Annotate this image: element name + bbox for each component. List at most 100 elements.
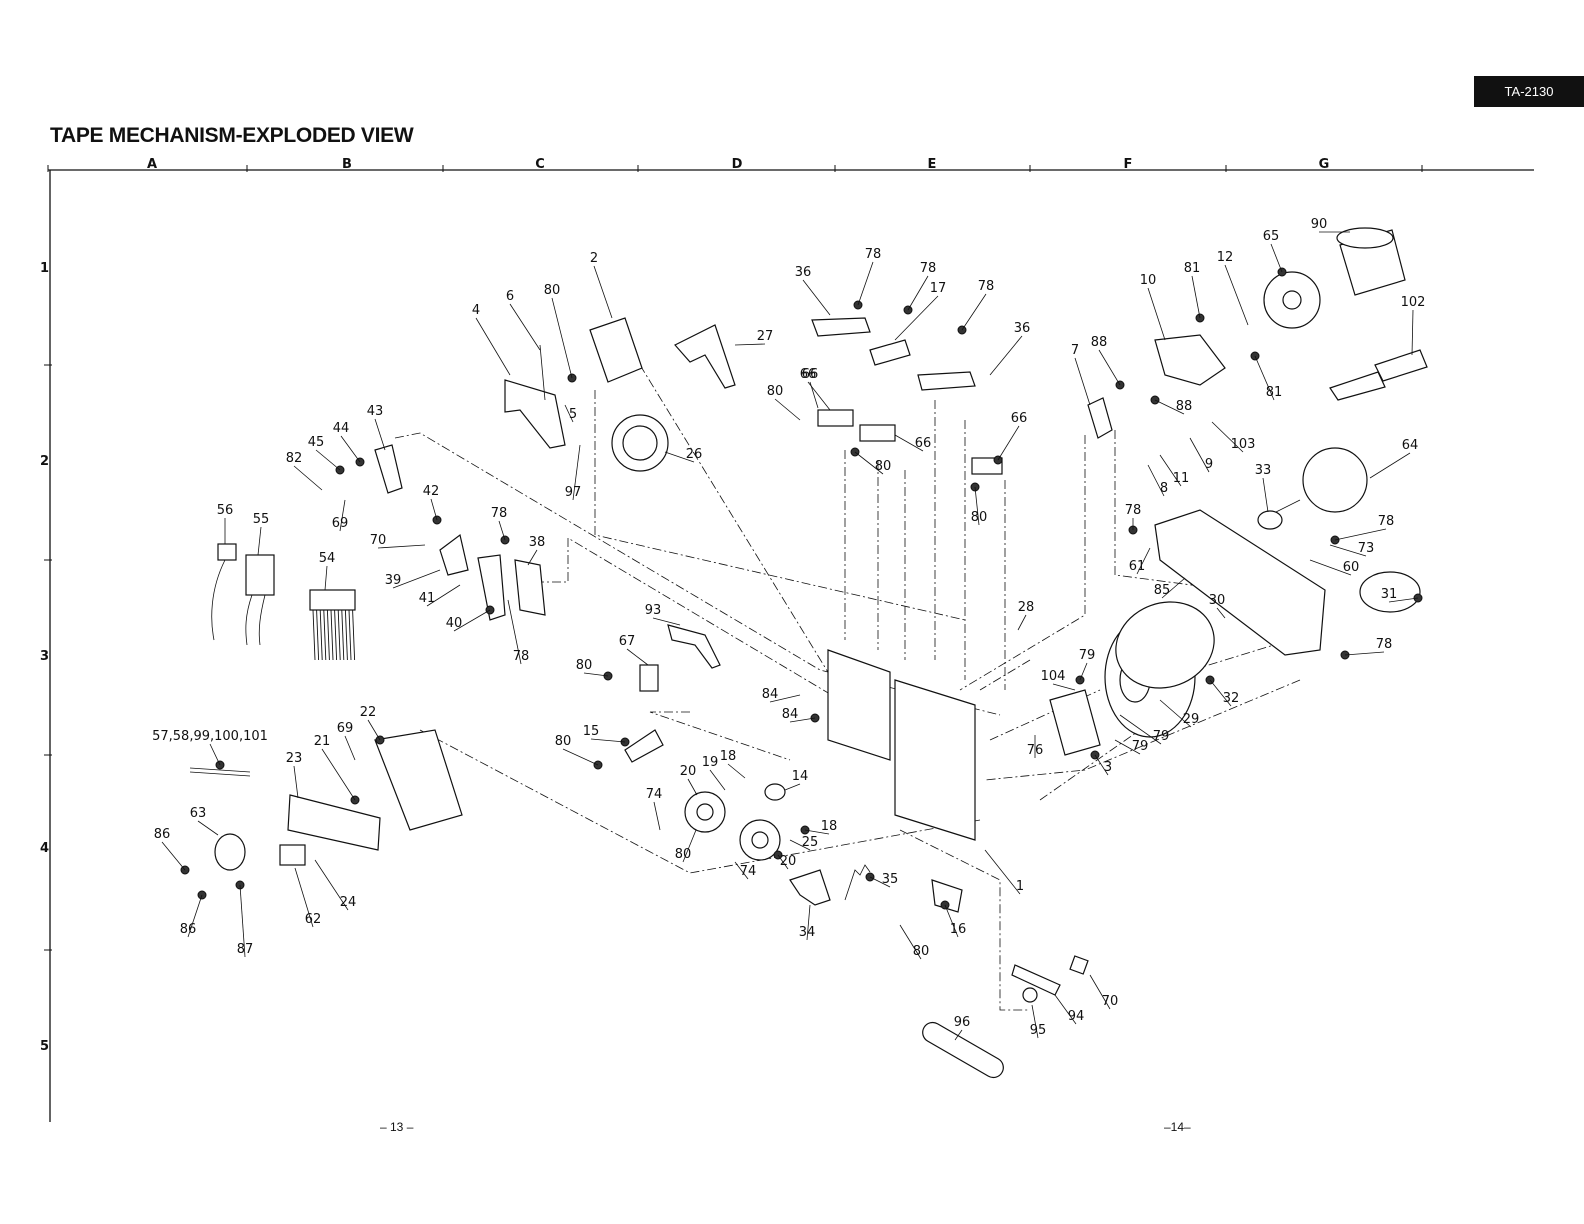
leader-line xyxy=(807,381,831,411)
callout-label: 9 xyxy=(1205,457,1213,472)
callout-label: 3 xyxy=(1104,760,1112,775)
head-66-a xyxy=(817,409,854,427)
leader-line xyxy=(806,904,811,941)
callout-label: 79 xyxy=(1153,729,1170,744)
part-16 xyxy=(931,879,963,913)
callout-label: 25 xyxy=(802,835,819,850)
lever-17 xyxy=(869,339,911,366)
callout-label: 78 xyxy=(978,279,995,294)
callout-label: 94 xyxy=(1068,1009,1085,1024)
bracket-38 xyxy=(514,559,546,616)
callout-label: 11 xyxy=(1173,471,1190,486)
wire xyxy=(334,609,338,661)
callout-label: 18 xyxy=(720,749,737,764)
callout-label: 104 xyxy=(1041,669,1066,684)
callout-label: 66 xyxy=(800,367,817,382)
callout-label: 88 xyxy=(1176,399,1193,414)
callout-label: 33 xyxy=(1255,463,1272,478)
leader-line xyxy=(1329,544,1367,557)
head-bracket xyxy=(589,317,643,383)
mark-31 xyxy=(1359,571,1421,613)
callout-label: 80 xyxy=(576,658,593,673)
leader-line xyxy=(572,444,581,501)
callout-label: 80 xyxy=(767,384,784,399)
wire xyxy=(348,609,352,661)
leader-line xyxy=(653,801,661,831)
leader-line xyxy=(1191,275,1201,319)
callout-label: 62 xyxy=(305,912,322,927)
callout-label: 36 xyxy=(1014,321,1031,336)
row-label: 1 xyxy=(40,261,49,276)
leader-line xyxy=(769,694,801,703)
leader-line xyxy=(551,297,573,379)
callout-label: 73 xyxy=(1358,541,1375,556)
column-label: E xyxy=(928,157,937,172)
leader-line xyxy=(664,451,695,463)
lever-39 xyxy=(439,533,469,576)
leader-line xyxy=(727,763,746,779)
column-label: A xyxy=(147,157,157,172)
tape-102-a xyxy=(1329,371,1386,401)
callout-label: 7 xyxy=(1071,343,1079,358)
callout-label: 22 xyxy=(360,705,377,720)
wire-bundle-54 xyxy=(312,609,356,661)
callout-label: 78 xyxy=(491,506,508,521)
leader-line xyxy=(1344,651,1385,656)
callout-label: 39 xyxy=(385,573,402,588)
callout-label: 43 xyxy=(367,404,384,419)
leader-line xyxy=(1254,355,1275,401)
callout-label: 28 xyxy=(1018,600,1035,615)
column-label: F xyxy=(1124,157,1133,172)
callout-label: 42 xyxy=(423,484,440,499)
pulley-33 xyxy=(1257,510,1283,530)
callout-label: 6 xyxy=(506,289,514,304)
callout-label: 80 xyxy=(555,734,572,749)
leader-line xyxy=(894,295,939,341)
leader-line xyxy=(899,924,922,960)
leader-line xyxy=(507,599,522,665)
leader-line xyxy=(857,261,874,306)
callout-label: 38 xyxy=(529,535,546,550)
part-70-lower xyxy=(1069,955,1089,975)
wire xyxy=(330,609,334,661)
callout-label: 32 xyxy=(1223,691,1240,706)
leader-line xyxy=(1161,577,1186,599)
leader-line xyxy=(590,738,626,743)
callout-label: 61 xyxy=(1129,559,1146,574)
main-chassis-plate xyxy=(827,649,891,761)
motor-65-hub xyxy=(1282,290,1302,310)
leader-line xyxy=(340,435,361,463)
wire xyxy=(323,609,327,661)
callout-label: 45 xyxy=(308,435,325,450)
callout-label: 12 xyxy=(1217,250,1234,265)
lever-93 xyxy=(667,624,721,669)
leader-line xyxy=(1054,994,1077,1025)
column-label: G xyxy=(1319,157,1330,172)
callout-label: 80 xyxy=(913,944,930,959)
leader-line xyxy=(197,820,219,836)
callout-label: 36 xyxy=(795,265,812,280)
leader-line xyxy=(562,748,599,766)
callout-label: 84 xyxy=(762,687,779,702)
gear-20-lower-hub xyxy=(751,831,769,849)
wire xyxy=(312,609,316,661)
callout-label: 78 xyxy=(1378,514,1395,529)
callout-label: 102 xyxy=(1401,295,1426,310)
connector-56 xyxy=(217,543,237,561)
callout-label: 80 xyxy=(675,847,692,862)
leader-line xyxy=(257,526,262,556)
callout-label: 78 xyxy=(920,261,937,276)
leader-line xyxy=(430,498,438,521)
leader-line xyxy=(293,465,323,491)
leader-line xyxy=(1154,399,1185,415)
leader-line xyxy=(802,279,831,316)
leader-line xyxy=(187,894,203,938)
callout-label: 27 xyxy=(757,329,774,344)
head-66-b xyxy=(859,424,896,442)
callout-label: 80 xyxy=(875,459,892,474)
callout-label: 2 xyxy=(590,251,598,266)
leader-line xyxy=(1270,243,1283,273)
leader-line xyxy=(324,565,328,591)
connector-54 xyxy=(309,589,356,611)
